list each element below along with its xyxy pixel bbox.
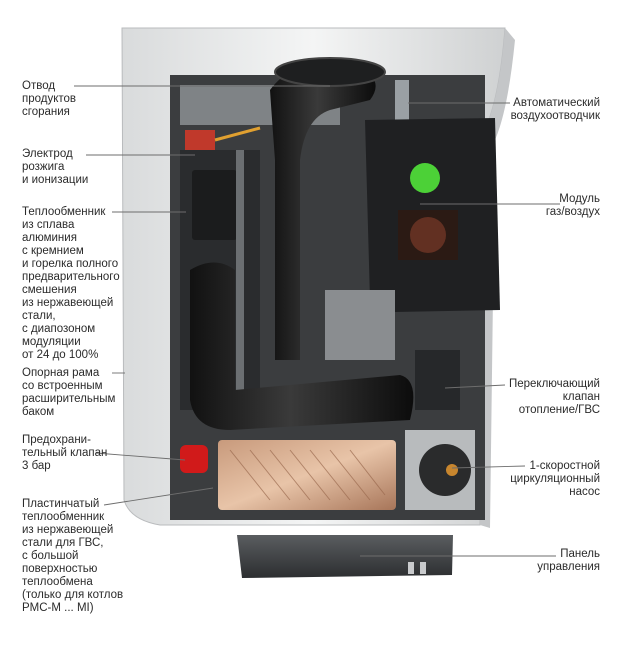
label-safety-valve: Предохрани- тельный клапан 3 бар xyxy=(22,434,108,472)
label-gas-air-module: Модуль газ/воздух xyxy=(545,193,600,218)
leader-pump xyxy=(451,465,526,469)
label-control-panel: Панель управления xyxy=(537,548,600,573)
plate-exchanger-part xyxy=(218,440,396,510)
label-frame: Опорная рама со встроенным расширительны… xyxy=(22,367,116,418)
leader-switch-valve xyxy=(444,384,506,389)
label-switch-valve: Переключающий клапан отопление/ГВС xyxy=(508,378,600,416)
lower-pipe xyxy=(190,262,414,430)
label-plate-exchanger: Пластинчатый теплообменник из нержавеюще… xyxy=(22,498,124,614)
leader-plate-exchanger xyxy=(103,487,214,506)
label-flue: Отвод продуктов сгорания xyxy=(22,80,77,118)
label-electrode: Электрод розжига и ионизации xyxy=(22,148,89,186)
leader-safety-valve xyxy=(95,452,186,461)
gas-valve-part xyxy=(325,290,395,360)
safety-valve-part xyxy=(180,445,208,473)
label-heat-exchanger: Теплообменник из сплава алюминия с кремн… xyxy=(22,206,120,361)
air-vent-part xyxy=(395,80,409,120)
flue-pipe xyxy=(270,62,376,361)
label-air-vent: Автоматический воздухоотводчик xyxy=(510,97,600,122)
switch-valve-part xyxy=(415,350,460,410)
control-panel-part xyxy=(237,535,453,578)
label-pump: 1-скоростной циркуляционный насос xyxy=(510,460,600,498)
